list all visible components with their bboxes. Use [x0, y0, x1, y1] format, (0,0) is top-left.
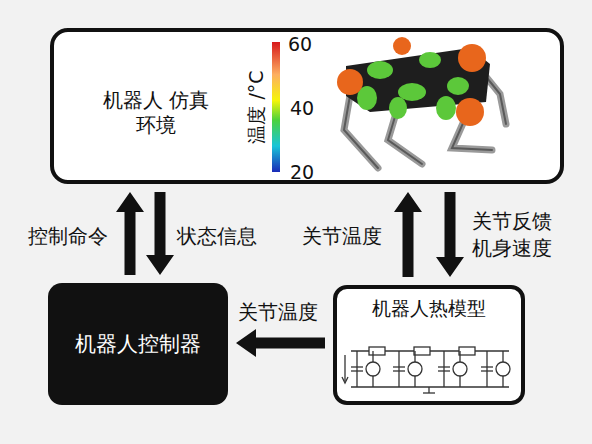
tick-value: 40	[290, 96, 314, 122]
edge-label: 状态信息	[177, 223, 267, 250]
controller-box: 机器人控制器	[48, 283, 228, 405]
thermal-model-box: 机器人热模型	[333, 285, 525, 405]
block-arrow	[394, 192, 422, 277]
heat-spots	[357, 52, 469, 120]
node-text: 机器人 仿真环境	[102, 88, 210, 138]
edge-label: 控制命令	[28, 223, 118, 250]
node-text: 机器人热模型	[337, 297, 521, 321]
axis-label: 温度 /°C	[244, 70, 270, 143]
color-bar	[272, 42, 280, 172]
tick-value: 60	[288, 32, 312, 58]
node-text: 机器人控制器	[48, 283, 228, 405]
block-arrow	[146, 192, 174, 275]
edge-label: 关节温度	[302, 223, 392, 250]
block-arrow	[116, 192, 144, 275]
edge-label: 关节温度	[238, 299, 328, 326]
edge-label: 关节反馈 机身速度	[472, 208, 562, 262]
block-arrow	[236, 329, 325, 357]
tick-value: 20	[290, 160, 314, 186]
joint-spheres	[337, 37, 486, 126]
block-arrow	[436, 192, 464, 277]
